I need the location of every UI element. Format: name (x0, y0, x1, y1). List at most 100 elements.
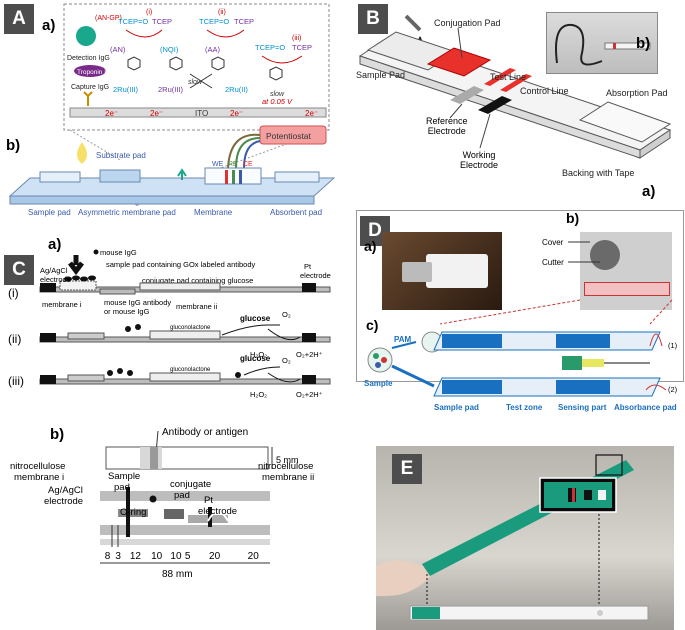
redox-arrow-iii (261, 55, 303, 64)
step-i: (i) (8, 286, 19, 300)
membrane-i-label: membrane i (42, 300, 82, 309)
white-strip (409, 605, 649, 621)
o2h-label-1: O₂+2H⁺ (296, 350, 323, 359)
step-iii: (iii) (8, 374, 24, 388)
droplet-icon (77, 142, 87, 164)
tcep-1: TCEP (152, 17, 172, 26)
step-iii-label: (iii) (292, 35, 301, 42)
asym-pad-label: Asymmetric membrane pad (78, 208, 176, 217)
tcep-o-3: TCEP=O (255, 43, 285, 52)
absorbent-pad-block (274, 171, 320, 183)
dimension-4: 10 (170, 551, 182, 562)
output-2-label: (2) (668, 385, 678, 394)
dimension-5: 5 (185, 551, 191, 562)
potentiostat-label: Potentiostat (266, 131, 312, 141)
panel-b-sublabel-b: b) (636, 35, 650, 52)
cover-label: Cover (542, 238, 564, 247)
an-gp-label: (AN-GP) (95, 15, 122, 22)
strip-photo (546, 12, 658, 74)
antibody-label: Antibody or antigen (162, 427, 248, 438)
sample-label: Sample (364, 379, 393, 388)
panel-a-tag: A (4, 4, 34, 34)
sample-pad-label: Sample pad (28, 208, 71, 217)
panel-a-sublabel-b: b) (6, 137, 20, 154)
dimension-1: 3 (115, 551, 121, 562)
signal-peak-1 (649, 333, 663, 347)
panel-b-figure: b) Conjugation Pad Sample Pad Test Line … (356, 14, 672, 200)
pipette-icon (404, 14, 422, 32)
signal-peak-2 (645, 384, 667, 391)
capture-antibody-icon (83, 91, 93, 106)
control-line-shape (500, 74, 532, 92)
capture-igg-label: Capture IgG (71, 84, 109, 91)
control-line-label: Control Line (520, 86, 569, 96)
electron-2: 2e⁻ (150, 109, 163, 118)
top-view-strip (105, 446, 269, 470)
h2o2-label-1: H₂O₂ (250, 350, 267, 359)
aa-molecule-icon (211, 56, 225, 71)
sample-pad-block (39, 171, 81, 183)
finger-icon (376, 560, 436, 596)
electron-1: 2e⁻ (105, 109, 118, 118)
dimension-0: 8 (105, 551, 111, 562)
device-photo (382, 232, 502, 310)
panel-a-figure: a) ITO 2e⁻ 2e⁻ 2e⁻ 2e⁻ at 0.05 V (AN-GP)… (6, 3, 335, 217)
sensing-part-label: Sensing part (558, 403, 607, 412)
cartridge-photo (580, 232, 672, 310)
panel-e-tag: E (392, 454, 422, 484)
absorbent-pad-label: Absorbent pad (270, 208, 322, 217)
glucose-label-2: glucose (240, 354, 271, 363)
o2-label-2: O₂ (282, 356, 291, 365)
o2-label-1: O₂ (282, 310, 291, 319)
total-length-label: 88 mm (162, 569, 193, 580)
panel-c-sublabel-b: b) (50, 426, 64, 443)
redox-arrow-ii (206, 29, 245, 38)
tcep-o-1: TCEP=O (118, 17, 148, 26)
antibody-icon (177, 168, 187, 180)
panel-b: B b) Conjugation Pad Sample Pad Test Li (350, 0, 685, 205)
gluconolactone-label-1: gluconolactone (170, 325, 211, 331)
panel-c-figure: a) mouse IgG sample pad containing GOx l… (8, 236, 331, 580)
ito-label: ITO (195, 109, 208, 118)
aa-label: (AA) (205, 45, 221, 54)
cutter-label: Cutter (542, 258, 564, 267)
product-molecule-icon (269, 66, 283, 81)
panel-d-sublabel-a: a) (364, 238, 377, 254)
voltage-label: at 0.05 V (262, 97, 293, 106)
step-ii: (ii) (8, 332, 21, 346)
redox-arrow-i (125, 29, 163, 38)
membrane-ii-label: membrane ii (176, 302, 218, 311)
tcep-o-2: TCEP=O (199, 17, 229, 26)
dimension-6: 20 (209, 551, 221, 562)
width-label: 5 mm (276, 455, 299, 465)
we-label: WE (212, 161, 224, 168)
dimension-3: 10 (151, 551, 163, 562)
an-molecule-icon (127, 56, 141, 71)
gluconolactone-label-2: gluconolactone (170, 367, 211, 373)
tcep-3: TCEP (292, 43, 312, 52)
sample-icon (367, 347, 393, 373)
nqi-label: (NQI) (160, 45, 179, 54)
sample-pad-label-b: Sample Pad (356, 70, 405, 80)
asym-pad-block (99, 169, 141, 183)
substrate-pad-label: Substrate pad (96, 151, 146, 160)
ru-iii-a: 2Ru(III) (113, 85, 139, 94)
conj-glucose-label: conjugate pad containing glucose (142, 276, 253, 285)
chem-scheme-box (63, 3, 330, 131)
dimension-7: 20 (248, 551, 260, 562)
detection-igg-label: Detection IgG (67, 55, 110, 62)
sample-pad-d-label: Sample pad (434, 403, 479, 412)
absorbance-pad-label: Absorbance pad (614, 403, 677, 412)
test-line-shape (484, 68, 516, 86)
an-label: (AN) (110, 45, 126, 54)
strip-side (9, 195, 315, 205)
ru-ii-c: 2Ru(II) (225, 85, 248, 94)
pam-label: PAM (394, 335, 412, 344)
